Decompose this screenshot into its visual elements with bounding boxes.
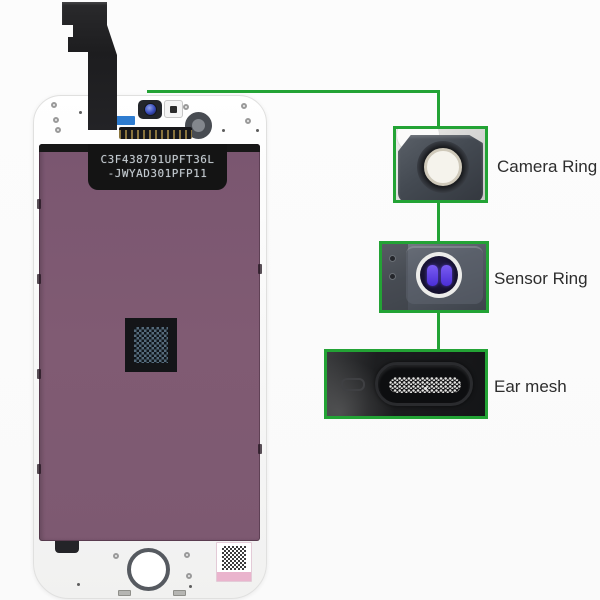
sensor-emitter (426, 264, 438, 286)
callout-line-vertical-3 (437, 311, 440, 351)
camera-ring-label: Camera Ring (497, 157, 598, 176)
sensor-receiver (440, 264, 452, 286)
serial-label-area: C3F438791UPFT36L -JWYAD301PFP11 (88, 144, 227, 190)
sensor-bracket (164, 100, 183, 118)
camera-ring-lens-hole (424, 148, 462, 186)
screw (53, 117, 59, 123)
lcd-back-panel: C3F438791UPFT36L -JWYAD301PFP11 (37, 144, 262, 541)
datamatrix-pattern (134, 327, 168, 363)
sensor-bracket-hole (170, 105, 177, 113)
camera-ring-bezel (417, 141, 469, 193)
sensor-ring-photo (379, 241, 489, 313)
metal-clip (118, 590, 131, 596)
screw (55, 127, 61, 133)
ear-mesh-label: Ear mesh (494, 377, 567, 396)
screen-assembly-frame: C3F438791UPFT36L -JWYAD301PFP11 (33, 95, 267, 599)
qr-sticker-pattern (222, 546, 246, 570)
sensor-ring-hole (389, 273, 396, 280)
panel-clip (258, 444, 262, 454)
screw (241, 103, 247, 109)
serial-number-line1: C3F438791UPFT36L (100, 153, 215, 166)
frame-dot (79, 111, 82, 114)
ear-mesh-speck (424, 387, 427, 390)
panel-clip (37, 464, 41, 474)
frame-dot (189, 585, 192, 588)
proximity-sensor-window (420, 256, 458, 294)
serial-number-line2: -JWYAD301PFP11 (107, 167, 208, 180)
sensor-ring-bezel (416, 252, 462, 298)
qr-sticker-pink-band (217, 572, 251, 581)
sensor-ring-label: Sensor Ring (494, 269, 588, 288)
sensor-ring-hole (389, 255, 396, 262)
callout-line-horizontal (147, 90, 439, 93)
ear-mesh-photo (324, 349, 488, 419)
ear-mesh-grille (389, 377, 461, 393)
panel-clip (37, 274, 41, 284)
metal-clip (173, 590, 186, 596)
screw (113, 553, 119, 559)
frame-dot (77, 583, 80, 586)
panel-bottom-tab (55, 541, 79, 553)
screw (51, 102, 57, 108)
panel-clip (37, 199, 41, 209)
frame-dot (222, 129, 225, 132)
front-camera-lens (143, 103, 157, 116)
screw (183, 104, 189, 110)
earpiece-speaker-ring (185, 112, 212, 139)
camera-ring-photo (393, 126, 488, 203)
frame-dot (256, 129, 259, 132)
home-button-hole (127, 548, 170, 591)
screw (186, 573, 192, 579)
ear-mesh-side-notch (341, 378, 365, 391)
panel-clip (37, 369, 41, 379)
ear-mesh-grille-frame (375, 362, 473, 406)
front-camera-module (138, 100, 162, 119)
gold-pin-connector (119, 127, 192, 139)
screw (245, 118, 251, 124)
blue-flex-piece (113, 116, 135, 125)
callout-line-vertical-2 (437, 201, 440, 243)
panel-clip (258, 264, 262, 274)
datamatrix-code-block (125, 318, 177, 372)
callout-line-vertical-1 (437, 90, 440, 128)
qr-code-sticker (216, 542, 252, 582)
screw (184, 552, 190, 558)
